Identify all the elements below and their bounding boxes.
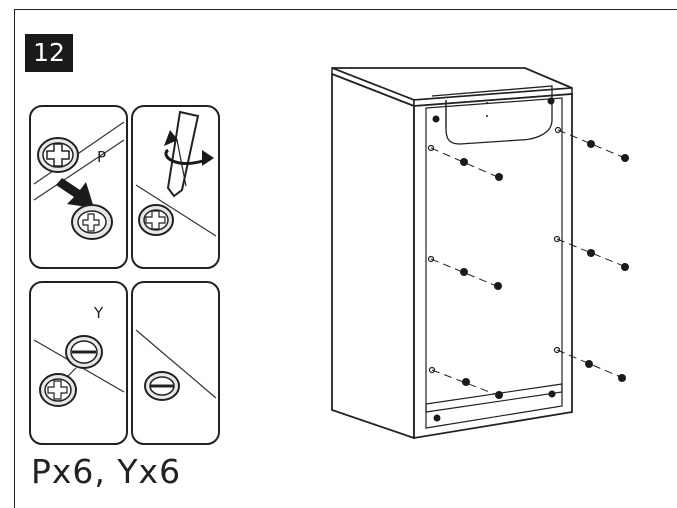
detail-panel-4 <box>131 281 220 445</box>
fastener-row-right-bottom <box>553 346 626 382</box>
fastener-row-left-bottom <box>428 366 503 399</box>
cam-bolt-tightened-icon <box>138 204 174 236</box>
step-number-badge: 12 <box>25 34 73 72</box>
fastener-row-right-top <box>554 126 629 162</box>
page-frame <box>14 9 677 508</box>
cover-cap-icon <box>65 335 103 369</box>
cam-bolt-icon <box>37 137 79 173</box>
fastener-row-right-mid <box>553 235 629 271</box>
cover-cap-seated-icon <box>144 371 180 401</box>
part-y-label: Y <box>93 304 104 322</box>
cam-hole-icon <box>71 204 113 240</box>
detail-panel-2 <box>131 105 220 269</box>
parts-quantity-label: Px6, Yx6 <box>31 452 182 491</box>
fastener-row-left-mid <box>427 255 502 290</box>
cam-bolt-seated-icon <box>39 373 77 407</box>
detail-panel-3: Y <box>29 281 128 445</box>
arrow-down-icon <box>56 178 94 208</box>
fastener-row-left-top <box>427 144 503 181</box>
rotate-arrow-icon <box>164 130 214 166</box>
detail-panel-1: P <box>29 105 128 269</box>
part-p-label: P <box>97 148 106 166</box>
cabinet-illustration <box>331 66 573 440</box>
